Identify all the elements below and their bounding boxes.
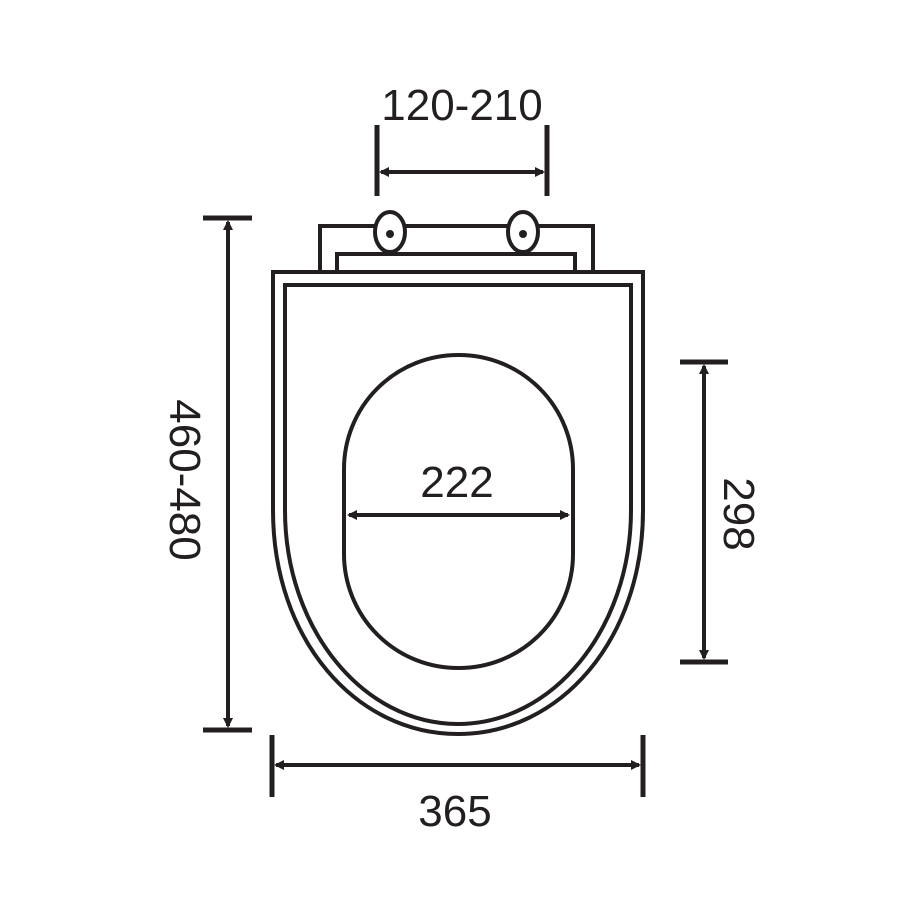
seat-inner-outline — [283, 283, 633, 727]
opening-width-label: 222 — [420, 458, 493, 507]
length-label: 460-480 — [160, 399, 209, 560]
hinge-plate — [318, 224, 595, 272]
dimension-hinge-spacing: 120-210 — [374, 81, 550, 196]
seat-outer-outline — [271, 270, 645, 737]
width-label: 365 — [418, 787, 491, 836]
hinge-right — [506, 210, 540, 254]
dimension-width: 365 — [269, 735, 646, 836]
dimension-length: 460-480 — [160, 215, 252, 733]
seat-opening — [342, 353, 575, 670]
hinge-left — [373, 210, 407, 254]
hinge-spacing-label: 120-210 — [381, 81, 542, 130]
dimension-opening-length: 298 — [680, 359, 763, 665]
opening-length-label: 298 — [714, 477, 763, 550]
dimension-opening-width: 222 — [347, 458, 570, 520]
